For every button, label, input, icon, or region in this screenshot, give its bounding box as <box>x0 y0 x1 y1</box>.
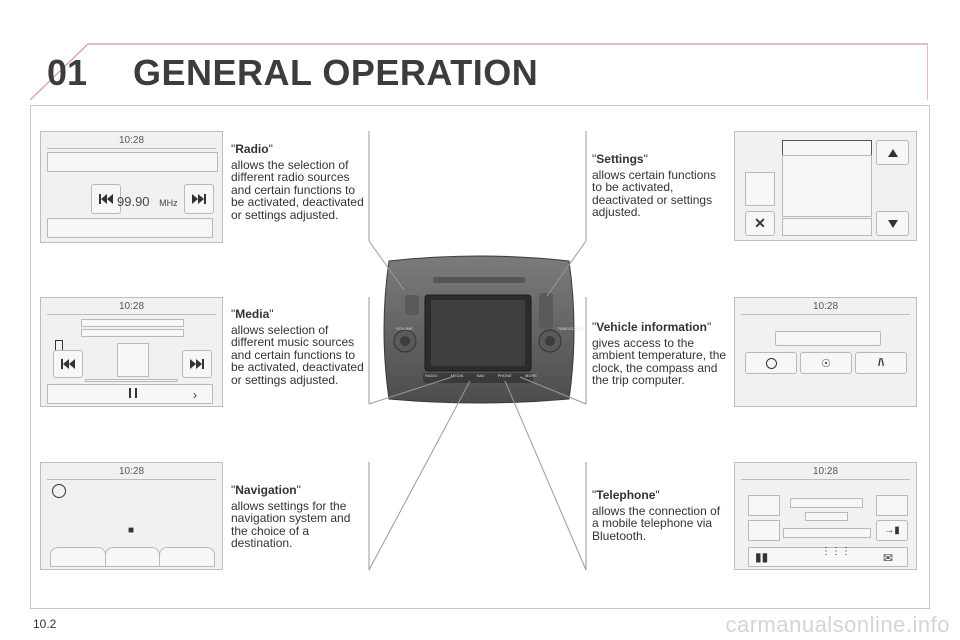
phone-transfer-icon: →▮ <box>884 525 900 536</box>
vehicle-description: "Vehicle information" gives access to th… <box>592 321 730 387</box>
road-icon: /\ <box>877 357 885 369</box>
skip-forward-icon <box>192 194 206 204</box>
seek-forward-button[interactable] <box>184 184 214 214</box>
arrow-up-icon <box>887 148 898 157</box>
scroll-down-button[interactable] <box>876 211 909 236</box>
telephone-screen: 10:28 →▮ ▮▮ ⋮⋮⋮ ✉ <box>734 462 917 570</box>
media-title: Media <box>235 307 270 321</box>
contacts-icon[interactable]: ▮▮ <box>755 550 769 564</box>
nav-hard-button[interactable]: NAV <box>476 373 485 378</box>
more-hard-button[interactable]: MORE <box>524 373 537 378</box>
media-screen: 10:28 › <box>40 297 223 407</box>
skip-forward-icon <box>190 359 204 369</box>
progress-bar <box>85 379 178 382</box>
navigation-title: Navigation <box>235 483 297 497</box>
radio-title: Radio <box>235 142 269 156</box>
messages-icon[interactable]: ✉ <box>883 551 894 565</box>
close-icon: ✕ <box>754 215 766 231</box>
watermark[interactable]: carmanualsonline.info <box>725 612 950 637</box>
telephone-description: "Telephone" allows the connection of a m… <box>592 488 721 543</box>
divider <box>741 479 910 480</box>
chapter-title: GENERAL OPERATION <box>133 52 539 93</box>
preset-row <box>47 152 218 172</box>
phone-number-bar <box>805 512 848 521</box>
compass-icon: ☉ <box>821 357 831 370</box>
scroll-up-button[interactable] <box>876 140 909 165</box>
settings-title: Settings <box>596 152 644 166</box>
head-unit <box>383 255 575 404</box>
seek-back-button[interactable] <box>91 184 121 214</box>
settings-bottom-row <box>782 218 872 236</box>
source-row <box>47 218 213 238</box>
divider <box>741 314 910 315</box>
clock: 10:28 <box>812 301 839 312</box>
album-bar <box>81 329 184 337</box>
navigation-text: allows settings for the navigation syste… <box>231 498 351 550</box>
skip-back-icon <box>99 194 113 204</box>
clock: 10:28 <box>118 135 145 146</box>
frequency-display: 99.90 MHz <box>117 194 178 209</box>
trip-computer-button[interactable]: /\ <box>855 352 907 374</box>
keypad-icon[interactable]: ⋮⋮⋮ <box>821 546 851 557</box>
clock: 10:28 <box>118 466 145 477</box>
divider <box>47 148 216 149</box>
volume-knob-label: VOLUME <box>396 326 413 331</box>
skip-back-icon <box>61 359 75 369</box>
divider <box>47 314 216 315</box>
album-art <box>117 343 149 377</box>
chapter-number: 01 <box>47 52 88 93</box>
radio-hard-button[interactable]: RADIO <box>425 373 438 378</box>
navigation-description: "Navigation" allows settings for the nav… <box>231 484 366 550</box>
settings-list <box>782 155 872 217</box>
telephone-text: allows the connection of a mobile teleph… <box>592 503 721 543</box>
page-number: 10.2 <box>33 617 57 631</box>
frequency-unit: MHz <box>159 198 178 208</box>
telephone-title: Telephone <box>596 488 656 502</box>
vehicle-info-screen: 10:28 ☉ /\ <box>734 297 917 407</box>
head-unit-buttons: RADIO MEDIA NAV PHONE MORE <box>425 373 537 378</box>
media-hard-button[interactable]: MEDIA <box>450 373 464 378</box>
tune-knob-label: TUNE/SCROLL <box>557 326 586 331</box>
vehicle-text: gives access to the ambient temperature,… <box>592 335 727 387</box>
clock-icon <box>765 357 777 369</box>
close-button[interactable]: ✕ <box>745 211 775 236</box>
settings-description: "Settings" allows certain functions to b… <box>592 153 727 219</box>
divider <box>47 479 216 480</box>
media-text: allows selection of different music sour… <box>231 322 364 387</box>
radio-description: "Radio" allows the selection of differen… <box>231 143 366 221</box>
chapter-header-frame <box>30 43 928 100</box>
phone-status-bar <box>783 528 871 538</box>
settings-left-panel <box>745 172 775 206</box>
info-bar <box>775 331 881 346</box>
settings-screen: ✕ <box>734 131 917 241</box>
navigation-screen: 10:28 ■ <box>40 462 223 570</box>
phone-left-top <box>748 495 780 516</box>
phone-name-bar <box>790 498 863 508</box>
next-track-button[interactable] <box>182 350 212 378</box>
vehicle-position-icon: ■ <box>128 525 135 536</box>
previous-track-button[interactable] <box>53 350 83 378</box>
arrow-down-icon <box>887 219 898 228</box>
compass-icon <box>52 484 66 498</box>
clock: 10:28 <box>812 466 839 477</box>
nav-menu-tab-3[interactable] <box>159 547 215 567</box>
phone-right-top <box>876 495 908 516</box>
phone-hard-button[interactable]: PHONE <box>497 373 512 378</box>
clock: 10:28 <box>118 301 145 312</box>
settings-text: allows certain functions to be activated… <box>592 167 717 219</box>
radio-screen: 10:28 99.90 MHz <box>40 131 223 243</box>
vehicle-title: Vehicle information <box>596 320 707 334</box>
compass-button[interactable]: ☉ <box>800 352 852 374</box>
media-description: "Media" allows selection of different mu… <box>231 308 366 386</box>
pause-icon[interactable] <box>129 388 137 398</box>
phone-left-bottom <box>748 520 780 541</box>
chevron-right-icon[interactable]: › <box>193 388 197 402</box>
frequency: 99.90 <box>117 194 150 209</box>
phone-bottom-row <box>748 547 908 567</box>
phone-transfer-button[interactable]: →▮ <box>876 520 908 541</box>
radio-text: allows the selection of different radio … <box>231 157 364 222</box>
track-title-bar <box>81 319 184 327</box>
clock-button[interactable] <box>745 352 797 374</box>
